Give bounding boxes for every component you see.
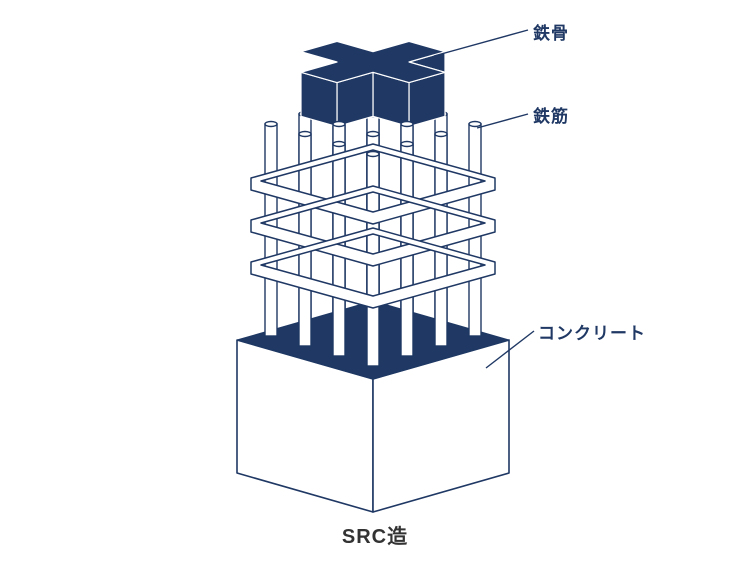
rebar-leader-line [476, 113, 529, 129]
steel-frame [300, 40, 446, 128]
leader-lines [433, 29, 535, 369]
steel-top-face [300, 40, 446, 84]
rebar-bar-top [468, 120, 482, 128]
rebar-bar-top [332, 140, 346, 148]
rebar-bar-top [366, 130, 380, 138]
steel-frame-leader-line [433, 29, 529, 57]
rebar-hoop-band [250, 227, 496, 309]
rebar-hoop-bands [250, 143, 496, 309]
concrete-label: コンクリート [538, 324, 646, 343]
steel-frame-label: 鉄骨 [533, 24, 569, 43]
rebar-bar-top [332, 120, 346, 128]
rebar-bar-top [366, 150, 380, 158]
rebar-bar-top [298, 130, 312, 138]
rebar-bar-top [400, 120, 414, 128]
rebar-label: 鉄筋 [533, 107, 569, 126]
diagram-title: SRC造 [341, 526, 409, 548]
rebar-bar-top [264, 120, 278, 128]
rebar-bar-top [434, 130, 448, 138]
rebar-bar-top [400, 140, 414, 148]
concrete-leader-line [485, 330, 535, 369]
